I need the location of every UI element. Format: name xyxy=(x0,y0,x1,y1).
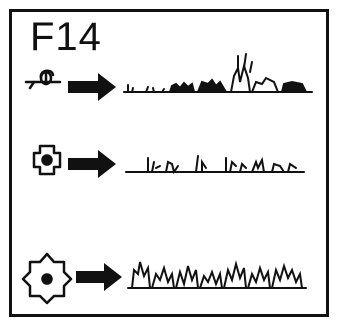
plastic-blade-icon xyxy=(32,144,62,176)
thick-brush-icon xyxy=(127,260,307,289)
saw-blade-icon xyxy=(21,252,73,305)
sparse-grass-icon xyxy=(125,155,305,175)
arrow-icon xyxy=(76,263,122,291)
diagram-row-3 xyxy=(21,252,307,305)
string-trimmer-head-icon xyxy=(24,69,62,90)
figure-panel: F14 xyxy=(9,9,329,317)
arrow-icon xyxy=(68,73,116,101)
cutting-tools-diagram xyxy=(21,53,313,305)
diagram-row-1 xyxy=(24,53,313,101)
arrow-icon xyxy=(68,150,116,178)
diagram-row-2 xyxy=(32,144,305,178)
figure-code: F14 xyxy=(30,15,102,59)
short-cut-grass-icon xyxy=(123,53,313,93)
